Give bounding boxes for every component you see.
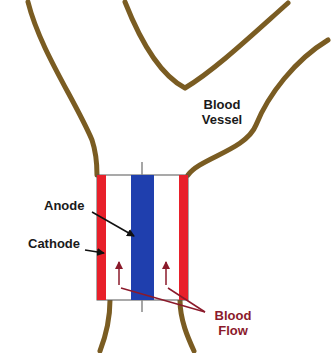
vessel-wall	[28, 2, 328, 351]
electrode-device	[97, 162, 188, 312]
vessel-label: Blood Vessel	[193, 97, 251, 127]
anode-rod	[131, 175, 154, 300]
cathode-bar	[97, 175, 106, 300]
anode-label: Anode	[44, 198, 84, 213]
cathode-bar	[179, 175, 188, 300]
cathode-label: Cathode	[28, 236, 80, 251]
leader-lines	[85, 212, 134, 253]
flow-label: Blood Flow	[207, 308, 259, 338]
flow-arrows	[119, 262, 205, 312]
